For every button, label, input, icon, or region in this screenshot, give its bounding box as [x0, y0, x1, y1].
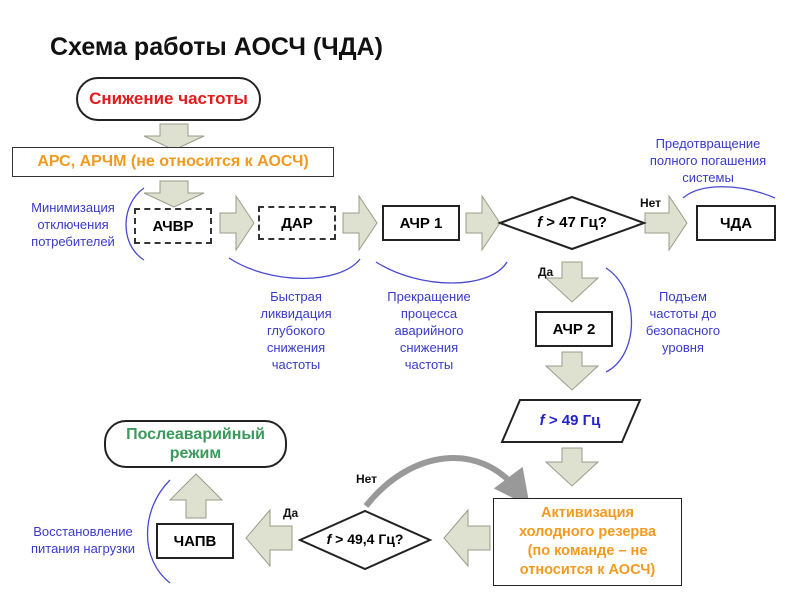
note-line: Минимизация — [31, 200, 115, 215]
node-cha: ЧДА — [696, 205, 776, 241]
arrow-right-achvr-to-dar — [219, 194, 255, 252]
decision2-f: f — [326, 531, 332, 547]
parallelogram-49 — [500, 399, 642, 443]
decision1-f: f — [537, 214, 543, 231]
cond49-label: f > 49 Гц — [510, 412, 630, 429]
arrow-down-achr2-to-cond49 — [544, 351, 600, 391]
node-achr2: АЧР 2 — [535, 311, 613, 347]
arrow-right-decision1-to-cha — [644, 194, 688, 252]
edge-label-no-47: Нет — [640, 196, 662, 210]
node-post-emergency: Послеаварийный режим — [104, 420, 287, 468]
note-line: Прекращение — [387, 289, 471, 304]
note-line: Восстановление — [33, 524, 133, 539]
arrow-right-achr1-to-decision1 — [465, 194, 501, 252]
decision1-label: f > 47 Гц? — [512, 214, 632, 231]
edge-label-yes-49-4: Да — [283, 506, 299, 520]
arrow-right-dar-to-achr1 — [342, 194, 378, 252]
bracket-fast — [228, 257, 361, 279]
node-ars-archm: АРС, АРЧМ (не относится к АОСЧ) — [12, 147, 334, 177]
decision2-label: f > 49,4 Гц? — [305, 531, 425, 547]
note-minimize: Минимизация отключения потребителей — [18, 199, 128, 250]
arrow-left-decision2-to-chapv — [245, 508, 293, 568]
cold-reserve-line: Активизация — [541, 505, 634, 521]
edge-label-yes-47: Да — [538, 265, 554, 279]
diagram-title: Схема работы АОСЧ (ЧДА) — [50, 33, 383, 61]
curved-arrow-no-to-reserve — [363, 455, 530, 508]
arrow-down-ars-to-achvr — [143, 180, 205, 208]
node-achr1: АЧР 1 — [382, 205, 460, 241]
note-line: Предотвращение — [655, 136, 761, 151]
note-raise: Подъем частоты до безопасного уровня — [628, 288, 738, 356]
arrow-left-reserve-to-decision2 — [443, 508, 491, 568]
bracket-stop — [375, 261, 508, 284]
node-dar: ДАР — [258, 206, 336, 240]
bracket-raise — [605, 267, 633, 373]
note-line: аварийного — [394, 323, 464, 338]
note-line: частоты до — [649, 306, 717, 321]
cold-reserve-line: (по команде – не — [527, 543, 648, 559]
note-line: безопасного — [645, 323, 721, 338]
note-line: питания нагрузки — [30, 541, 136, 556]
decision-diamond-47 — [497, 195, 647, 251]
decision1-text: > 47 Гц? — [542, 214, 607, 231]
note-line: Быстрая — [270, 289, 322, 304]
note-prevent: Предотвращение полного погашения системы — [638, 135, 778, 186]
node-achvr: АЧВР — [134, 208, 212, 244]
note-line: глубокого — [266, 323, 326, 338]
cold-reserve-line: относится к АОСЧ) — [519, 562, 656, 578]
post-emergency-line: Послеаварийный — [126, 426, 265, 443]
note-line: снижения — [399, 340, 459, 355]
bracket-restore — [146, 479, 171, 584]
cold-reserve-line: холодного резерва — [518, 524, 657, 540]
note-line: отключения — [37, 217, 109, 232]
note-stop: Прекращение процесса аварийного снижения… — [374, 288, 484, 373]
edge-label-no-49-4: Нет — [356, 472, 378, 486]
bracket-minimize — [125, 187, 145, 261]
cond49-text: > 49 Гц — [544, 412, 601, 429]
note-line: полного погашения — [649, 153, 767, 168]
note-line: частоты — [271, 357, 321, 372]
note-line: снижения — [266, 340, 326, 355]
note-line: частоты — [404, 357, 454, 372]
note-fast: Быстрая ликвидация глубокого снижения ча… — [246, 288, 346, 373]
decision2-text: > 49,4 Гц? — [331, 531, 404, 547]
cond49-f: f — [539, 412, 545, 429]
note-line: процесса — [400, 306, 458, 321]
note-line: уровня — [662, 340, 704, 355]
note-line: ликвидация — [260, 306, 332, 321]
note-line: системы — [682, 170, 734, 185]
arrow-up-chapv-to-post — [168, 473, 224, 519]
arrow-down-decision1-to-achr2 — [544, 261, 600, 303]
node-chapv: ЧАПВ — [156, 523, 234, 559]
arrow-down-cond49-to-reserve — [544, 447, 600, 487]
node-frequency-drop: Снижение частоты — [76, 77, 261, 121]
arrow-down-start-to-ars — [143, 123, 205, 151]
bracket-prevent — [682, 186, 776, 199]
note-line: потребителей — [31, 234, 115, 249]
decision-diamond-49-4 — [297, 509, 433, 571]
post-emergency-line: режим — [169, 445, 222, 462]
node-cold-reserve: Активизация холодного резерва (по команд… — [493, 498, 682, 586]
note-line: Подъем — [659, 289, 707, 304]
note-restore: Восстановление питания нагрузки — [18, 523, 148, 557]
